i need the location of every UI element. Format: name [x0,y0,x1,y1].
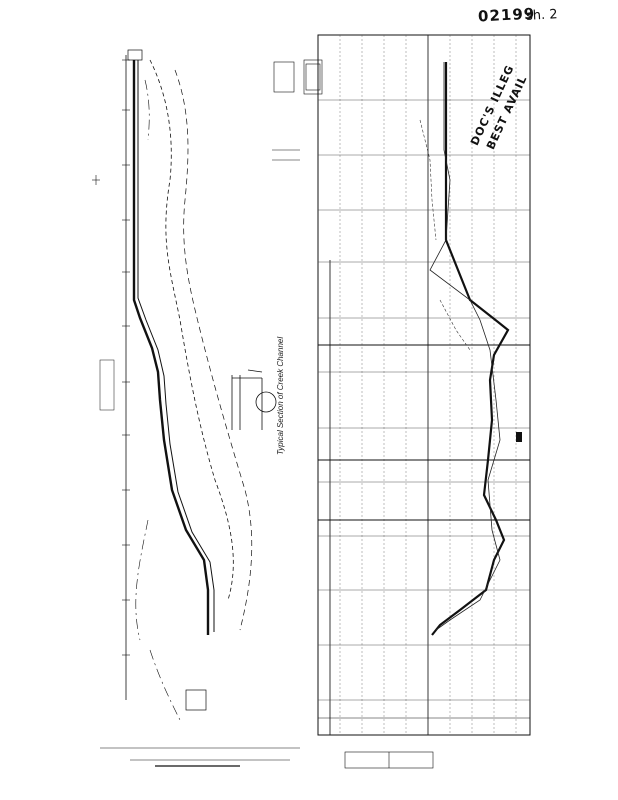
title-strip [100,747,434,769]
station-lines [318,99,530,701]
plan-view [92,49,277,721]
profile-lines [419,62,510,636]
water-surface-line [419,119,471,351]
note-block [99,359,115,411]
station-ticks [122,59,130,656]
property-line [135,79,181,721]
culvert-detail [231,369,277,430]
major-elevation-lines [329,35,429,735]
existing-ground-line [429,62,501,631]
design-grade-line [431,62,510,636]
legend-block [272,59,323,161]
channel-bank-line [137,60,215,632]
heavy-station-lines [318,344,530,521]
section-marker [516,432,522,442]
channel-centerline [132,60,210,635]
existing-bank-line [174,69,253,631]
typical-section-caption: Typical Section of Creek Channel [276,336,285,455]
end-structure-bottom [185,689,207,711]
existing-creek-line [149,59,234,601]
end-structure-top [127,49,143,61]
profile-frame [317,34,531,736]
